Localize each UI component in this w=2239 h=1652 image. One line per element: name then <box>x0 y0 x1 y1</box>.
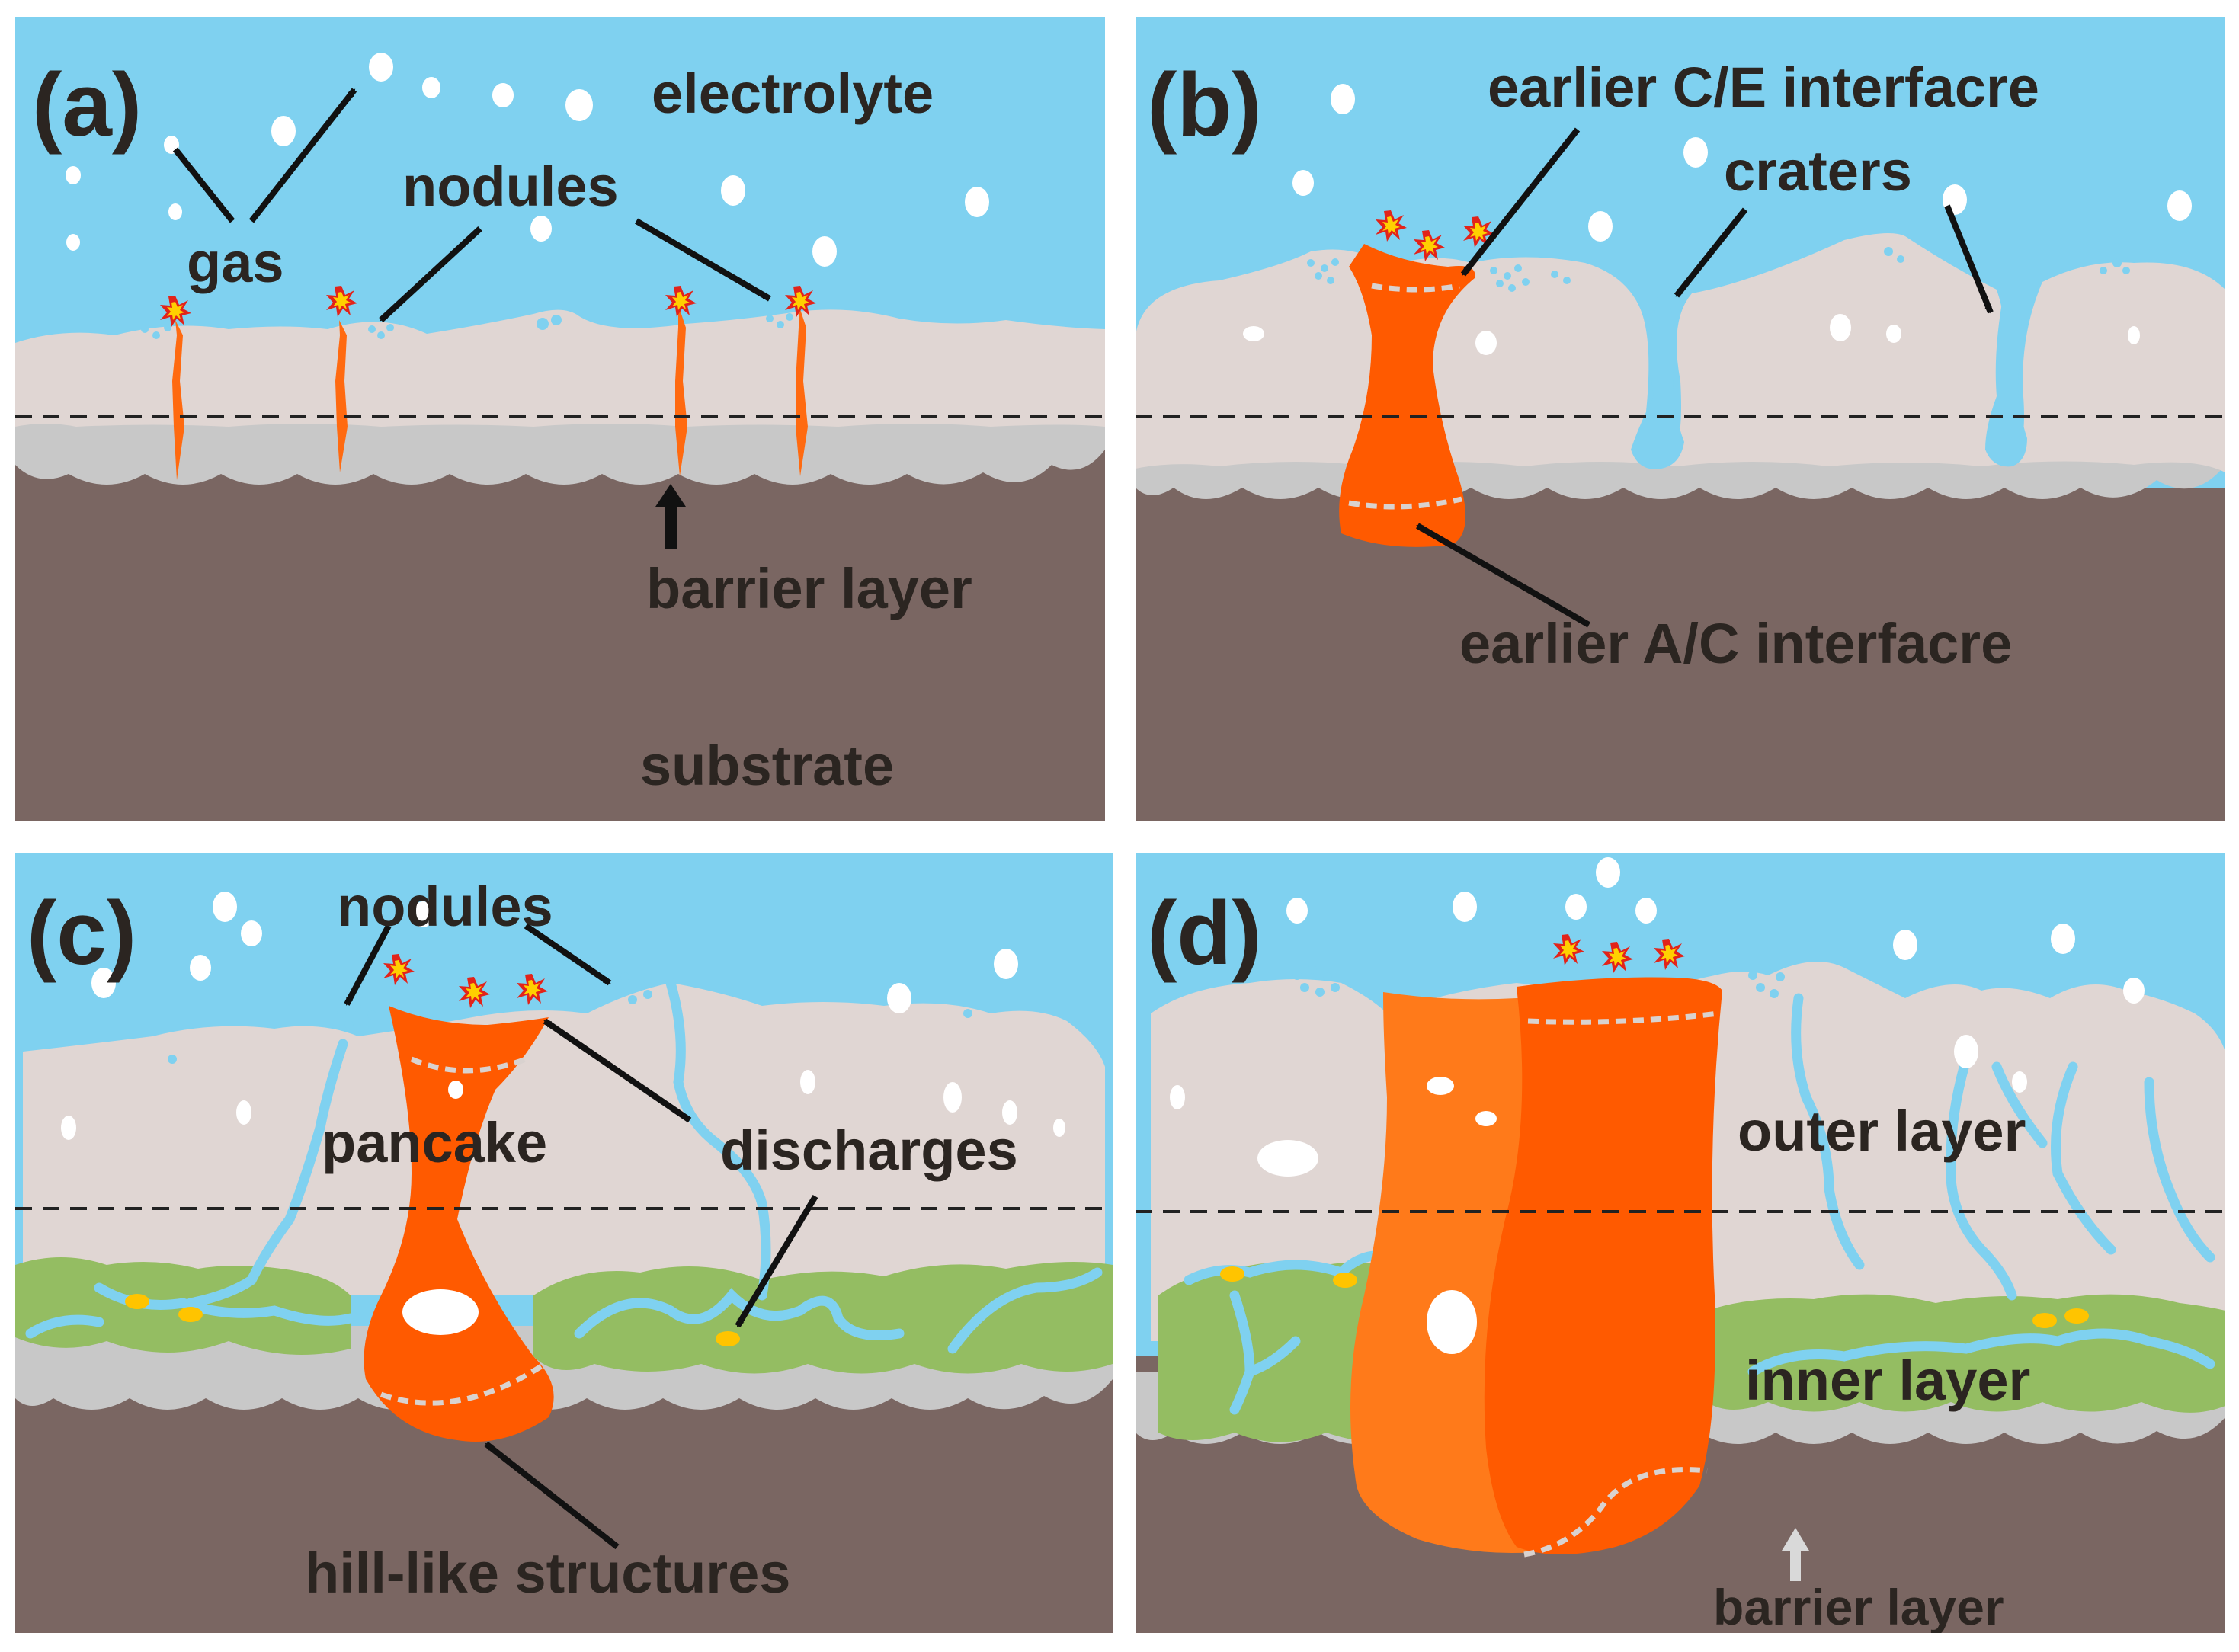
panel-d: (d) outer layer inner layer barrier laye… <box>1136 853 2225 1635</box>
panel-c: (c) nodules pancake discharges hill-like… <box>15 853 1113 1633</box>
nodule-dots <box>168 972 972 1064</box>
dashed-interface <box>380 1362 546 1406</box>
ce-interface-label: earlier C/E interfacre <box>1488 56 2039 119</box>
nodules-label: nodules <box>337 875 553 938</box>
channel-network <box>1184 993 2215 1415</box>
discharge-column-right <box>1484 977 1722 1554</box>
panel-tag-c: (c) <box>27 883 136 984</box>
panel-tag-b: (b) <box>1147 55 1262 155</box>
ac-interface-label: earlier A/C interfacre <box>1459 612 2012 675</box>
dashed-interface <box>1523 1467 1708 1558</box>
pore <box>448 1081 463 1099</box>
dashed-interface <box>1527 1010 1719 1025</box>
yellow-dots <box>1220 1266 2089 1328</box>
inner-layer-shape <box>533 1262 1113 1374</box>
pancake-discharge <box>364 1006 554 1442</box>
panel-b: (b) earlier C/E interfacre craters earli… <box>1136 17 2225 821</box>
gas-label: gas <box>187 231 284 294</box>
gas-bubbles <box>91 892 1018 1013</box>
discharge-channels <box>172 305 808 480</box>
pores <box>1170 1035 2027 1177</box>
outer-layer-label: outer layer <box>1738 1100 2026 1163</box>
nodules-label: nodules <box>402 155 619 218</box>
panel-a: (a) electrolyte gas nodules barrier laye… <box>15 17 1105 821</box>
substrate-region <box>15 427 1105 821</box>
panel-tag-d: (d) <box>1147 883 1262 984</box>
pore <box>1427 1290 1477 1354</box>
discharge-column <box>1339 244 1475 547</box>
annotation-arrows <box>344 923 818 1550</box>
craters-label: craters <box>1724 139 1912 203</box>
barrier-layer-label: barrier layer <box>646 557 972 620</box>
pores <box>1243 314 2140 355</box>
dashed-ce-interface <box>1371 283 1460 293</box>
gas-bubbles <box>1286 857 2145 1004</box>
hill-like-structures-label: hill-like structures <box>305 1542 790 1605</box>
panel-tag-a: (a) <box>32 55 142 155</box>
barrier-layer-label: barrier layer <box>1713 1579 2004 1635</box>
crater-channels <box>1631 247 2130 469</box>
coating-shape <box>15 309 1105 427</box>
substrate-label: substrate <box>640 734 894 797</box>
inner-layer-label: inner layer <box>1745 1349 2030 1412</box>
barrier-arrow-icon <box>1782 1528 1809 1581</box>
annotation-arrows <box>172 88 772 322</box>
substrate-region <box>1136 488 2225 821</box>
pores <box>61 1070 1065 1140</box>
yellow-dots <box>125 1294 740 1346</box>
discharges-label: discharges <box>720 1119 1018 1182</box>
pore <box>402 1289 479 1335</box>
nodule-dots <box>1307 258 1571 292</box>
pancake-label: pancake <box>322 1111 547 1174</box>
barrier-arrow-icon <box>655 484 686 549</box>
barrier-layer-shape <box>15 411 1105 485</box>
electrolyte-label: electrolyte <box>652 62 934 125</box>
dashed-interface <box>410 1056 527 1074</box>
dashed-ac-interface <box>1348 496 1462 510</box>
nodule-dots <box>141 313 793 339</box>
annotation-arrows <box>1415 127 1994 628</box>
pore <box>1427 1077 1454 1095</box>
pore <box>1475 1111 1497 1126</box>
nodule-dots <box>1292 965 1785 998</box>
